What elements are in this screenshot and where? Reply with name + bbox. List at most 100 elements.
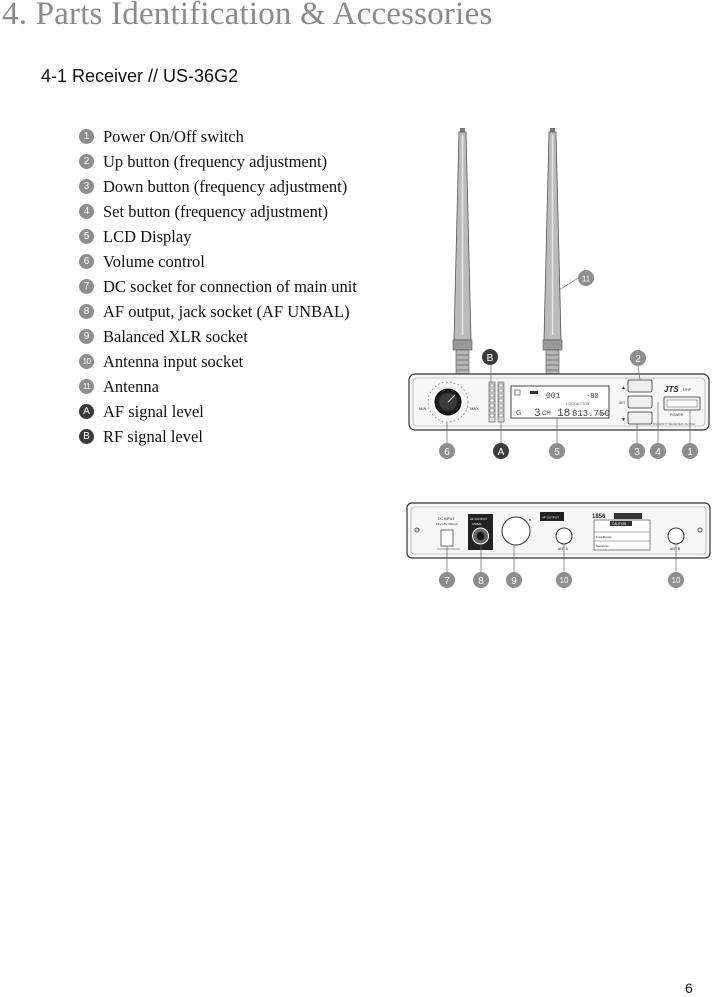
lcd-frequency: 813.750 — [572, 409, 610, 419]
legend-item: 3 Down button (frequency adjustment) — [79, 174, 357, 199]
up-arrow-icon: ▲ — [621, 385, 626, 391]
legend-marker: 7 — [79, 279, 94, 294]
lcd-channel-label: CH — [542, 411, 551, 417]
volume-min-label: MIN — [419, 406, 426, 411]
dc-socket — [440, 529, 454, 547]
lcd-top-right: -80 — [586, 393, 599, 401]
legend-marker: A — [79, 404, 94, 419]
callout-11: 11 — [582, 275, 591, 284]
lcd-lock: LOCK — [566, 402, 576, 406]
front-callouts: 11 B 2 6 A 5 3 4 1 — [439, 270, 698, 459]
antenna-left — [452, 128, 473, 377]
level-meters — [488, 381, 505, 423]
callout-a: A — [498, 447, 505, 458]
xlr-socket — [501, 516, 531, 546]
callout-10: 10 — [672, 576, 681, 585]
callout-7: 7 — [444, 576, 450, 587]
lcd-frequency-unit: MHz — [598, 412, 605, 416]
callout-9: 9 — [511, 576, 517, 587]
freq-range-label: Freq.Range — [596, 535, 612, 539]
legend-text: AF output, jack socket (AF UNBAL) — [103, 301, 350, 321]
up-button[interactable] — [627, 379, 653, 393]
page-number: 6 — [685, 980, 693, 996]
model-caption: DIVERSITY RECEIVER US-36G2 — [653, 422, 696, 426]
legend-text: Antenna input socket — [103, 351, 244, 371]
volume-max-label: MAX — [470, 406, 479, 411]
legend-text: Balanced XLR socket — [103, 326, 248, 346]
callout-6: 6 — [444, 447, 450, 458]
legend-item: 7 DC socket for connection of main unit — [79, 274, 357, 299]
af-unbal-label: UNBAL — [472, 522, 482, 526]
legend-item: 8 AF output, jack socket (AF UNBAL) — [79, 299, 357, 324]
legend-item: 1 Power On/Off switch — [79, 124, 357, 149]
legend-marker: 1 — [79, 129, 94, 144]
rear-callouts: 7 8 9 10 10 — [439, 572, 684, 588]
lcd-action: ACTION — [576, 402, 590, 406]
callout-8: 8 — [478, 576, 484, 587]
legend-marker: 6 — [79, 254, 94, 269]
set-button[interactable] — [627, 395, 653, 409]
set-label: SET — [619, 401, 627, 405]
chapter-title: 4. Parts Identification & Accessories — [2, 0, 493, 32]
antenna-b-socket — [667, 527, 685, 545]
frequency-buttons: ▲ SET ▼ — [619, 379, 653, 425]
legend-text: DC socket for connection of main unit — [103, 276, 357, 296]
af-output-label: AF OUTPUT — [470, 517, 487, 521]
power-label: POWER — [670, 413, 684, 417]
legend-marker: B — [79, 429, 94, 444]
lcd-channel-value: 18 — [557, 408, 570, 420]
callout-1: 1 — [687, 447, 693, 458]
legend-text: Power On/Off switch — [103, 126, 244, 146]
fcc-code: 1856 — [592, 514, 606, 520]
legend-text: LCD Display — [103, 226, 192, 246]
legend-marker: 5 — [79, 229, 94, 244]
legend-item: 9 Balanced XLR socket — [79, 324, 357, 349]
legend-text: Volume control — [103, 251, 205, 271]
band-label: UHF — [683, 387, 692, 392]
down-button[interactable] — [627, 411, 653, 425]
serial-no-label: Serial No. — [596, 544, 609, 548]
caution-label: CAUTION — [612, 522, 627, 526]
volume-knob — [427, 381, 469, 423]
legend-marker: 11 — [79, 379, 94, 394]
legend-text: Set button (frequency adjustment) — [103, 201, 328, 221]
down-arrow-icon: ▼ — [621, 417, 626, 423]
callout-10: 10 — [560, 576, 569, 585]
callout-5: 5 — [554, 447, 560, 458]
legend-text: Down button (frequency adjustment) — [103, 176, 348, 196]
callout-4: 4 — [655, 447, 661, 458]
legend-item: A AF signal level — [79, 399, 357, 424]
ant-b-label: ANT B — [670, 547, 681, 551]
lcd-display: 001 -80 LOCK ACTION G 3 CH 18 813.750 MH… — [510, 385, 610, 420]
legend-item: 6 Volume control — [79, 249, 357, 274]
dc-spec-label: 12V-15V 500mA — [436, 522, 458, 526]
antenna-right — [542, 128, 563, 377]
callout-2: 2 — [635, 354, 641, 365]
lcd-top-value: 001 — [546, 392, 561, 401]
front-panel: MIN MAX 001 -80 LOCK ACTION G 3 CH 18 81… — [408, 128, 710, 443]
dc-input-label: DC INPUT — [438, 517, 455, 521]
legend-item: 11 Antenna — [79, 374, 357, 399]
lcd-group-label: G — [516, 410, 521, 417]
callout-3: 3 — [634, 447, 640, 458]
legend-text: Antenna — [103, 376, 159, 396]
lcd-group-value: 3 — [534, 408, 541, 420]
callout-b: B — [487, 353, 494, 364]
legend-item: 5 LCD Display — [79, 224, 357, 249]
legend-text: AF signal level — [103, 401, 204, 421]
legend-text: Up button (frequency adjustment) — [103, 151, 328, 171]
brand-logo: JTS — [664, 385, 679, 394]
rear-panel: DC INPUT 12V-15V 500mA AF OUTPUT UNBAL A… — [406, 502, 711, 572]
legend-marker: 8 — [79, 304, 94, 319]
section-title: 4-1 Receiver // US-36G2 — [41, 66, 239, 86]
legend-marker: 3 — [79, 179, 94, 194]
ant-a-label: ANT A — [558, 547, 569, 551]
antenna-a-socket — [555, 527, 573, 545]
legend-marker: 9 — [79, 329, 94, 344]
af-bal-label: AF OUTPUT — [542, 516, 559, 520]
